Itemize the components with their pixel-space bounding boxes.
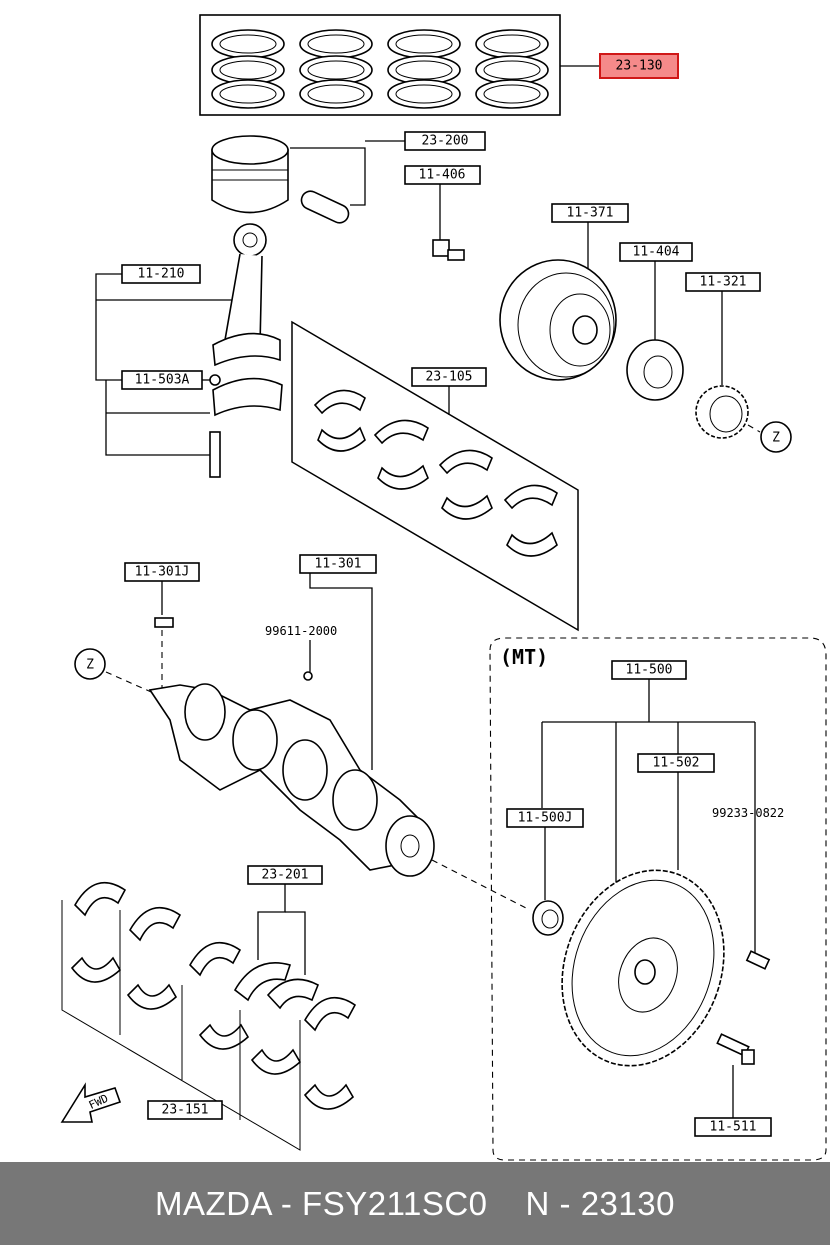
rod-bearings-group: 23-105 [291, 320, 579, 632]
bolt-11-406-group: 11-406 [404, 165, 481, 261]
label-23-130: 23-130 [616, 59, 663, 74]
mt-section-title: (MT) [500, 645, 548, 669]
label-11-321: 11-321 [700, 275, 747, 290]
label-11-301J: 11-301J [135, 565, 190, 580]
ref-z-right: Z [772, 431, 780, 446]
label-23-151: 23-151 [162, 1103, 209, 1118]
piston-ring-set-1 [211, 29, 285, 109]
label-11-500J: 11-500J [518, 811, 573, 826]
piston-ring-set-4 [475, 29, 549, 109]
fwd-arrow-icon: FWD [60, 1082, 122, 1123]
label-23-105: 23-105 [426, 370, 473, 385]
label-11-502: 11-502 [653, 756, 700, 771]
crankshaft-group: 11-301J 11-301 99611-2000 Z [74, 554, 531, 911]
main-bearings-group: 23-201 23-151 FWD [60, 865, 357, 1151]
label-11-500: 11-500 [626, 663, 673, 678]
footer-banner: MAZDA - FSY211SC0 N - 23130 [0, 1162, 830, 1245]
flywheel-bolt [716, 1033, 755, 1065]
piston-ring-set-3 [387, 29, 461, 109]
label-11-511: 11-511 [710, 1120, 757, 1135]
label-11-404: 11-404 [633, 245, 680, 260]
piston-ring-set-2 [299, 29, 373, 109]
label-23-201: 23-201 [262, 868, 309, 883]
label-11-406: 11-406 [419, 168, 466, 183]
connecting-rod-group: 11-210 11-503A [95, 223, 283, 478]
key-ring-group: 11-404 [619, 242, 693, 401]
label-11-371: 11-371 [567, 206, 614, 221]
piston-group: 23-200 [211, 131, 486, 224]
pulley-group: 11-371 [499, 203, 629, 381]
ref-z-left: Z [86, 658, 94, 673]
label-11-210: 11-210 [138, 267, 185, 282]
label-23-130-highlight [599, 53, 679, 79]
ref-z-circle-right [760, 421, 792, 453]
dowel-part-number: 99233-0822 [712, 806, 784, 820]
label-11-503A: 11-503A [135, 373, 190, 388]
ref-z-circle-left [74, 648, 106, 680]
mt-section: (MT) 11-500 11-502 99233-0822 11-500J [489, 637, 827, 1161]
flywheel [561, 869, 725, 1067]
crank-part-number: 99611-2000 [265, 624, 337, 638]
piston-rings-group: 23-130 [199, 14, 679, 116]
sprocket-group: 11-321 Z [685, 272, 792, 453]
footer-brand-text: MAZDA - FSY211SC0 [155, 1184, 488, 1222]
parts-diagram: 23-130 23-200 11-406 11-371 11-404 [60, 14, 827, 1161]
footer-part-ref: N - 23130 [525, 1184, 675, 1222]
label-11-301: 11-301 [315, 557, 362, 572]
label-23-200: 23-200 [422, 134, 469, 149]
